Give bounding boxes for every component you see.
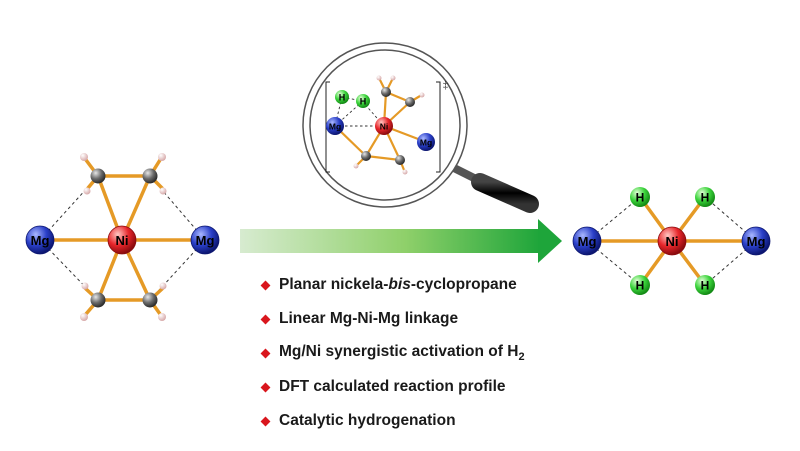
- feature-item-catalytic-hydrogenation: Catalytic hydrogenation: [258, 404, 525, 438]
- feature-item-linear-linkage: Linear Mg-Ni-Mg linkage: [258, 302, 525, 336]
- right-h-atom-bottom-left: H: [630, 275, 650, 295]
- left-small-hydrogens: [80, 153, 167, 321]
- right-mg-left-label: Mg: [578, 234, 597, 249]
- feature-list: Planar nickela-bis-cyclopropane Linear M…: [258, 268, 525, 438]
- diamond-bullet-icon: [260, 314, 271, 324]
- left-mg-atom-right: Mg: [190, 225, 220, 255]
- right-dashed-contacts: [586, 196, 757, 286]
- feature-text: DFT calculated reaction profile: [279, 378, 506, 395]
- ts-mg-atom-left: Mg: [326, 117, 344, 135]
- ts-mg-right-label: Mg: [420, 138, 432, 148]
- left-mg-right-label: Mg: [196, 233, 215, 248]
- ts-ni-label: Ni: [380, 122, 389, 132]
- right-mg-atom-left: Mg: [572, 226, 602, 256]
- feature-text: Planar nickela-bis-cyclopropane: [279, 276, 517, 293]
- feature-text: Mg/Ni synergistic activation of H2: [279, 342, 525, 364]
- ts-mg-atom-right: Mg: [417, 133, 435, 151]
- diamond-bullet-icon: [260, 416, 271, 426]
- left-mg-atom-left: Mg: [25, 225, 55, 255]
- left-carbon-atoms: [90, 168, 158, 308]
- diamond-bullet-icon: [260, 348, 271, 358]
- ts-h2-label: H: [360, 97, 367, 107]
- ts-h-atom-2: H: [356, 94, 370, 108]
- right-ni-atom: Ni: [657, 226, 687, 256]
- feature-item-dft-profile: DFT calculated reaction profile: [258, 370, 525, 404]
- diamond-bullet-icon: [260, 280, 271, 290]
- ts-brackets: [325, 81, 441, 173]
- left-mg-left-label: Mg: [31, 233, 50, 248]
- right-mg-atom-right: Mg: [741, 226, 771, 256]
- transition-state: ‡: [325, 75, 448, 175]
- ts-double-dagger: ‡: [443, 80, 448, 91]
- right-h-bottom-left-label: H: [636, 279, 645, 293]
- right-h-top-right-label: H: [701, 191, 710, 205]
- left-ni-label: Ni: [116, 233, 129, 248]
- right-h-bottom-right-label: H: [701, 279, 710, 293]
- right-h-top-left-label: H: [636, 191, 645, 205]
- right-mg-right-label: Mg: [747, 234, 766, 249]
- feature-text: Linear Mg-Ni-Mg linkage: [279, 310, 459, 327]
- ts-ni-atom: Ni: [375, 117, 393, 135]
- ts-carbon-atoms: [361, 87, 415, 165]
- right-ni-label: Ni: [666, 234, 679, 249]
- ts-small-hydrogens: [353, 75, 425, 175]
- right-h-atom-bottom-right: H: [695, 275, 715, 295]
- magnifier-handle: [471, 173, 539, 213]
- feature-text: Catalytic hydrogenation: [279, 412, 456, 429]
- magnifier-inner-ring: [309, 49, 461, 201]
- left-ni-atom: Ni: [107, 225, 137, 255]
- right-h-atom-top-left: H: [630, 187, 650, 207]
- ts-h1-label: H: [339, 93, 346, 103]
- right-h-atom-top-right: H: [695, 187, 715, 207]
- feature-item-planar-nickela: Planar nickela-bis-cyclopropane: [258, 268, 525, 302]
- left-structure: Mg Ni Mg: [25, 153, 220, 321]
- feature-item-h2-activation: Mg/Ni synergistic activation of H2: [258, 336, 525, 370]
- ts-mg-left-label: Mg: [329, 122, 341, 132]
- right-structure: H H H H Mg Ni Mg: [572, 187, 771, 295]
- reaction-arrow: [240, 219, 562, 263]
- diamond-bullet-icon: [260, 382, 271, 392]
- ts-h-atom-1: H: [335, 90, 349, 104]
